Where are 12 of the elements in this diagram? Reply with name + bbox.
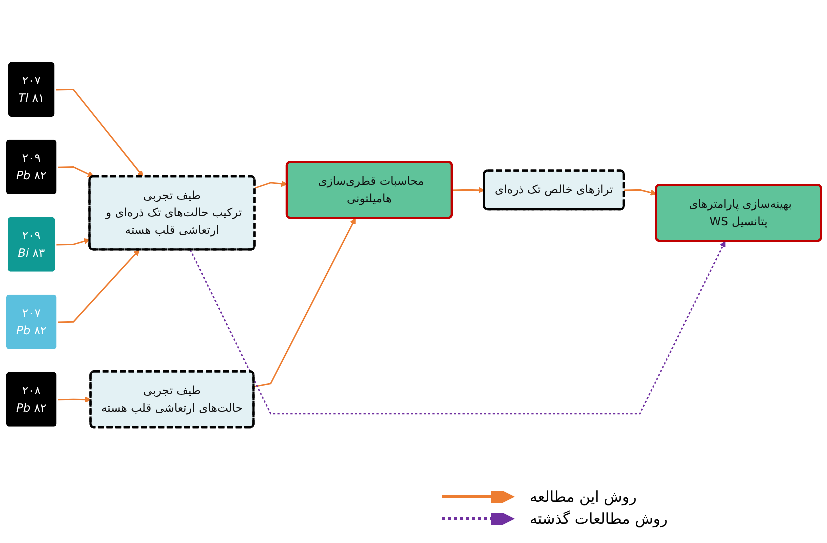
- arrow: [254, 218, 356, 388]
- arrow: [452, 188, 485, 194]
- arrow: [58, 250, 140, 324]
- legend-text: روش این مطالعه: [530, 488, 637, 506]
- arrow: [56, 238, 90, 246]
- arrow: [624, 190, 657, 196]
- arrow: [254, 181, 288, 190]
- legend-text: روش مطالعات گذشته: [530, 510, 668, 528]
- arrow: [56, 89, 144, 178]
- arrow: [58, 166, 94, 178]
- arrow: [58, 397, 92, 404]
- arrow: [190, 241, 726, 415]
